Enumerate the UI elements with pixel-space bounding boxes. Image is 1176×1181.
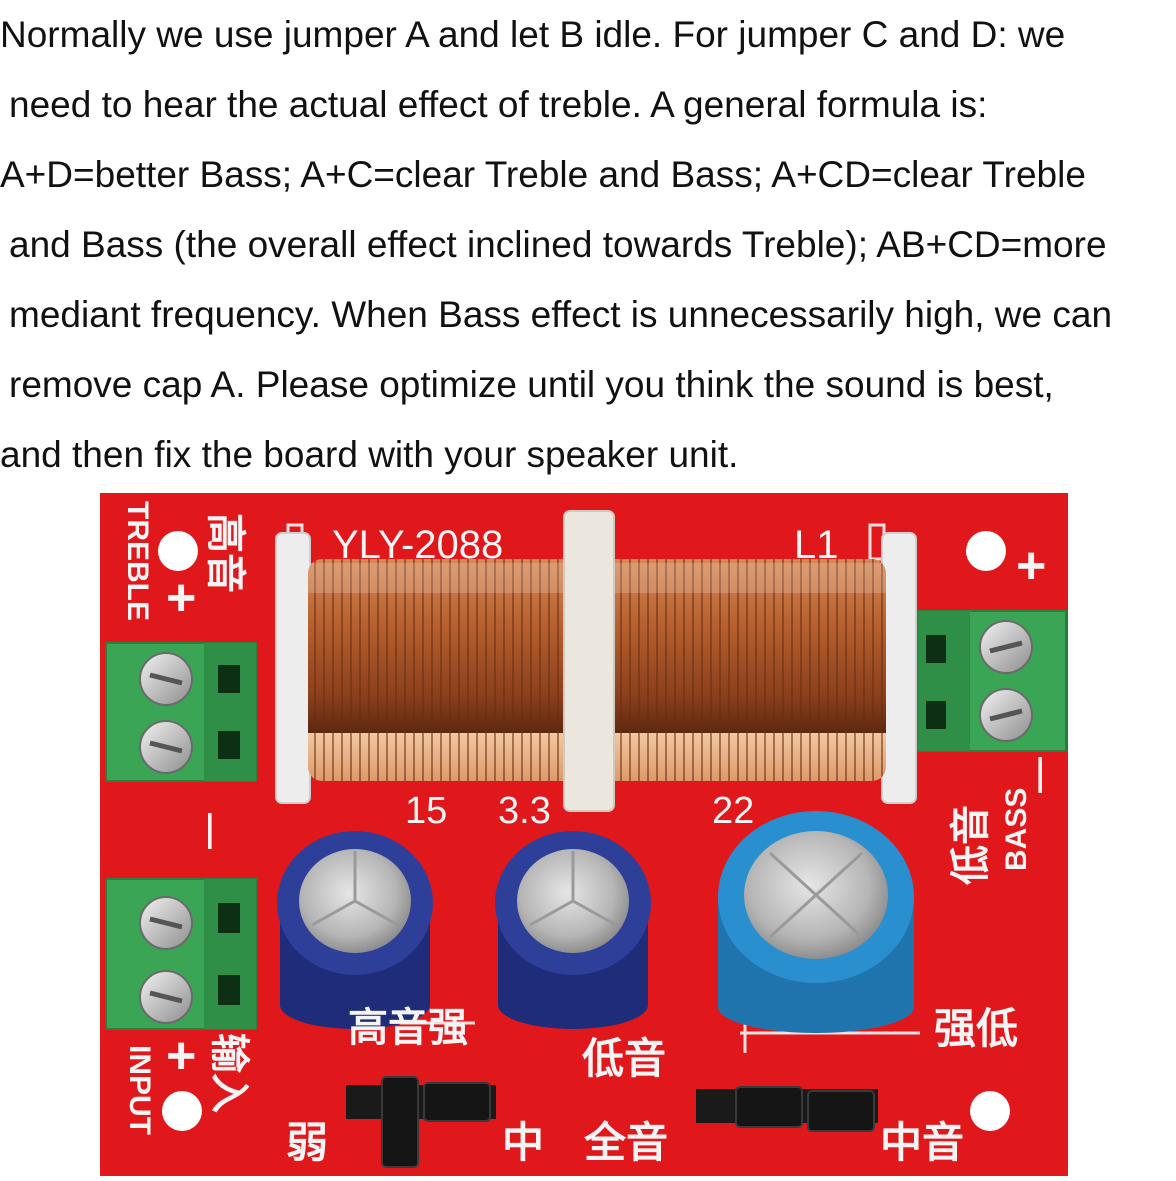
description-line-1: Normally we use jumper A and let B idle.… [0, 14, 1066, 55]
inductor-coil [275, 510, 917, 812]
jumper-cap [807, 1090, 875, 1132]
jumper-left [346, 1076, 496, 1168]
jumper-left-mid-label: 中 [502, 1119, 544, 1166]
description-line-6: remove cap A. Please optimize until you … [9, 364, 1054, 405]
mounting-hole [162, 1091, 202, 1131]
description-line-3: A+D=better Bass; A+C=clear Treble and Ba… [0, 154, 1086, 195]
treble-terminal-block [105, 642, 257, 782]
jumper-cap [423, 1082, 491, 1122]
bass-plus-sign: + [1016, 537, 1046, 595]
mounting-hole [966, 531, 1006, 571]
bass-minus-sign: — [1017, 757, 1058, 793]
description-line-7: and then fix the board with your speaker… [0, 434, 739, 475]
jumper-left-weak-label: 弱 [286, 1119, 328, 1166]
input-cn-label: 输入 [207, 1033, 251, 1113]
mounting-hole [970, 1091, 1010, 1131]
description-line-5: mediant frequency. When Bass effect is u… [9, 294, 1113, 335]
treble-cn-label: 高音 [203, 513, 247, 593]
crossover-board-photo: TREBLE 高音 + YLY-2088 L1 + BASS 低音 — — IN… [100, 493, 1068, 1176]
treble-label: TREBLE [121, 501, 154, 621]
description-line-4: and Bass (the overall effect inclined to… [9, 224, 1107, 265]
input-terminal-block [105, 878, 257, 1030]
bass-cn-label: 低音 [949, 805, 993, 885]
bass-terminal-block [917, 610, 1067, 752]
crossover-board: TREBLE 高音 + YLY-2088 L1 + BASS 低音 — — IN… [100, 493, 1068, 1176]
cap-value-1: 15 [405, 790, 447, 832]
description-line-2: need to hear the actual effect of treble… [9, 84, 988, 125]
cable-tie [563, 510, 615, 812]
capacitor-22 [718, 811, 914, 1033]
jumper-right-title-right: 强低 [934, 1005, 1018, 1052]
cap-value-3: 22 [712, 790, 754, 832]
bass-label: BASS [1000, 788, 1033, 871]
capacitor-3.3 [495, 831, 651, 1029]
treble-minus-sign: — [192, 813, 233, 849]
jumper-right-title-left: 低音 [582, 1035, 666, 1082]
input-plus-sign: + [166, 1027, 196, 1085]
mounting-hole [158, 531, 198, 571]
jumper-right [696, 1086, 878, 1132]
jumper-left-title: 高音强 [348, 1006, 468, 1050]
jumper-cap [735, 1086, 803, 1128]
capacitor-15 [277, 831, 433, 1029]
jumper-cap [381, 1076, 419, 1168]
cap-value-2: 3.3 [498, 790, 551, 832]
jumper-right-mid-label: 中音 [880, 1119, 964, 1166]
input-label: INPUT [123, 1045, 156, 1135]
description-text: Normally we use jumper A and let B idle.… [0, 0, 1176, 490]
treble-plus-sign: + [166, 569, 196, 627]
jumper-right-full-label: 全音 [583, 1119, 668, 1166]
